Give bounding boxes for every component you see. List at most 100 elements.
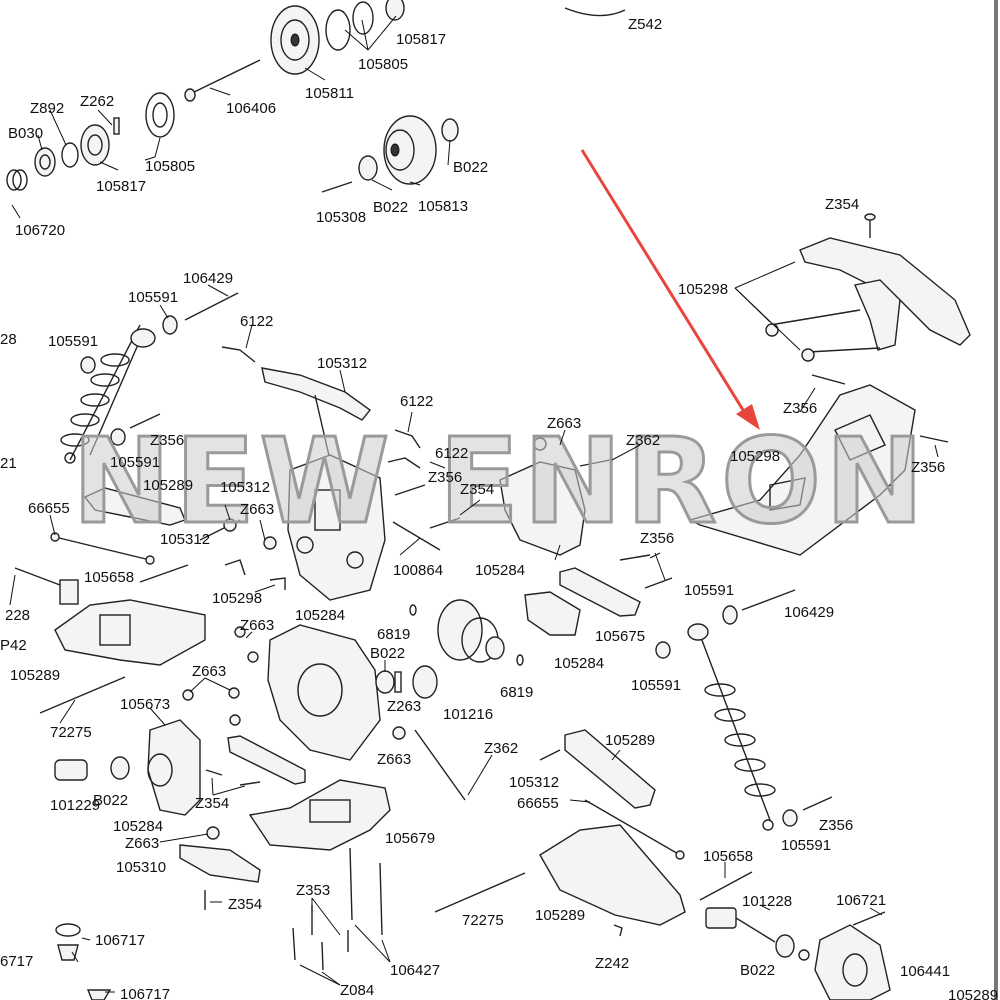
bearing-b022-m	[375, 670, 395, 694]
hub-carrier-105673	[147, 719, 201, 816]
screw-106429-top	[184, 292, 239, 321]
gear-101216	[412, 665, 438, 699]
leader-lines	[9, 15, 939, 993]
label-105312-top: 105312	[317, 355, 367, 372]
label-105658-r: 105658	[703, 848, 753, 865]
bumper-105298	[765, 237, 971, 362]
label-66655-r: 66655	[517, 795, 559, 812]
label-b022-l: B022	[93, 792, 128, 809]
label-105805-left: 105805	[145, 158, 195, 175]
label-z354-tr: Z354	[825, 196, 859, 213]
label-edge-p42: P42	[0, 637, 27, 654]
label-105284-b: 105284	[295, 607, 345, 624]
link-105289-right	[564, 729, 656, 809]
link-105675-left	[227, 735, 306, 785]
label-b022-top: B022	[453, 159, 488, 176]
gearbox-105284-center	[267, 624, 381, 761]
washer-105805-top	[325, 1, 374, 51]
bushing-105591-f	[782, 809, 798, 827]
label-72275-l: 72275	[50, 724, 92, 741]
label-z354-b: Z354	[195, 795, 229, 812]
nut-z663-l3	[229, 714, 241, 726]
clip-6122-c	[387, 457, 421, 469]
nut-z663-c1	[234, 626, 246, 638]
label-6819-b: 6819	[500, 684, 533, 701]
label-105289-edge: 105289	[948, 987, 998, 1000]
bearing-b022-top	[441, 118, 459, 142]
pin-105312-r	[539, 749, 561, 761]
pin-z356-b	[394, 484, 426, 496]
label-105284-a: 105284	[475, 562, 525, 579]
lower-arm-105289-right	[539, 824, 686, 926]
clip-6122-b	[394, 429, 421, 449]
screws-z353	[311, 905, 349, 952]
link-105675	[559, 567, 641, 617]
label-105817-left: 105817	[96, 178, 146, 195]
label-105811: 105811	[305, 85, 354, 102]
spur-gear-105811	[270, 5, 320, 75]
shim-6819-b	[516, 654, 524, 666]
label-105284-d: 105284	[113, 818, 163, 835]
label-106717-b: 106717	[120, 986, 170, 1000]
shim-6819-a	[409, 604, 417, 616]
red-arrow-annotation	[580, 149, 760, 430]
pin-z263	[394, 671, 402, 693]
part-labels: Z542 105817 105805 105811 106406 Z892 Z2…	[0, 16, 998, 1000]
differential-101216	[437, 599, 505, 663]
link-105289-left	[83, 487, 186, 526]
label-105679: 105679	[385, 830, 435, 847]
label-105310: 105310	[116, 859, 166, 876]
label-z354-c: Z354	[228, 896, 262, 913]
label-z354-a: Z354	[460, 481, 494, 498]
mount-105284-c	[524, 591, 581, 636]
label-z663-b: Z663	[547, 415, 581, 432]
screws-z084	[292, 927, 324, 971]
bearing-b030	[34, 147, 56, 177]
pin-105658-right	[699, 871, 753, 901]
label-105591-b: 105591	[48, 333, 98, 350]
screw-z354-b2	[239, 781, 261, 786]
pin-z356-tr	[811, 374, 846, 385]
label-105312-l: 105312	[220, 479, 270, 496]
screw-z362-b	[414, 729, 466, 801]
bushing-105591-d	[722, 605, 738, 625]
dogbone-66655-left	[50, 532, 155, 565]
label-z362-b: Z362	[484, 740, 518, 757]
nut-z663-c2	[247, 651, 259, 663]
label-105298-m: 105298	[212, 590, 262, 607]
label-105289-b: 105289	[535, 907, 585, 924]
label-105805-top: 105805	[358, 56, 408, 73]
diff-gear-105813	[383, 115, 437, 185]
watermark-text: NEW ENRON	[72, 412, 928, 550]
label-z356-d: Z356	[819, 817, 853, 834]
bearing-105817-top	[385, 0, 405, 21]
label-106427: 106427	[390, 962, 440, 979]
label-105312-m: 105312	[160, 531, 210, 548]
hinge-pin-72275-right	[434, 872, 526, 913]
label-z356-c: Z356	[640, 530, 674, 547]
screws-106427	[349, 847, 383, 936]
screw-106429-right	[741, 589, 796, 611]
label-228: 228	[5, 607, 30, 624]
screw-z362-a	[579, 459, 611, 467]
label-106406: 106406	[226, 100, 276, 117]
label-z242: Z242	[595, 955, 629, 972]
label-106429-top: 106429	[183, 270, 233, 287]
label-z356-tr1: Z356	[783, 400, 817, 417]
pin-z356-d	[802, 796, 833, 811]
label-z663-f: Z663	[125, 835, 159, 852]
axle-101228	[705, 907, 776, 943]
clip-105298-a	[224, 559, 246, 576]
shaft-106406	[184, 59, 261, 102]
pin-105658-left	[139, 564, 189, 583]
gearbox-105284-rear	[499, 461, 586, 556]
bushing-105591-b	[80, 356, 96, 374]
label-72275-r: 72275	[462, 912, 504, 929]
right-shock-absorber	[687, 623, 776, 831]
pin-z356-a	[129, 413, 161, 429]
label-z663-c: Z663	[240, 617, 274, 634]
label-6122-c: 6122	[435, 445, 468, 462]
label-105289-ll: 105289	[10, 667, 60, 684]
screw-z354-tr	[864, 213, 876, 238]
